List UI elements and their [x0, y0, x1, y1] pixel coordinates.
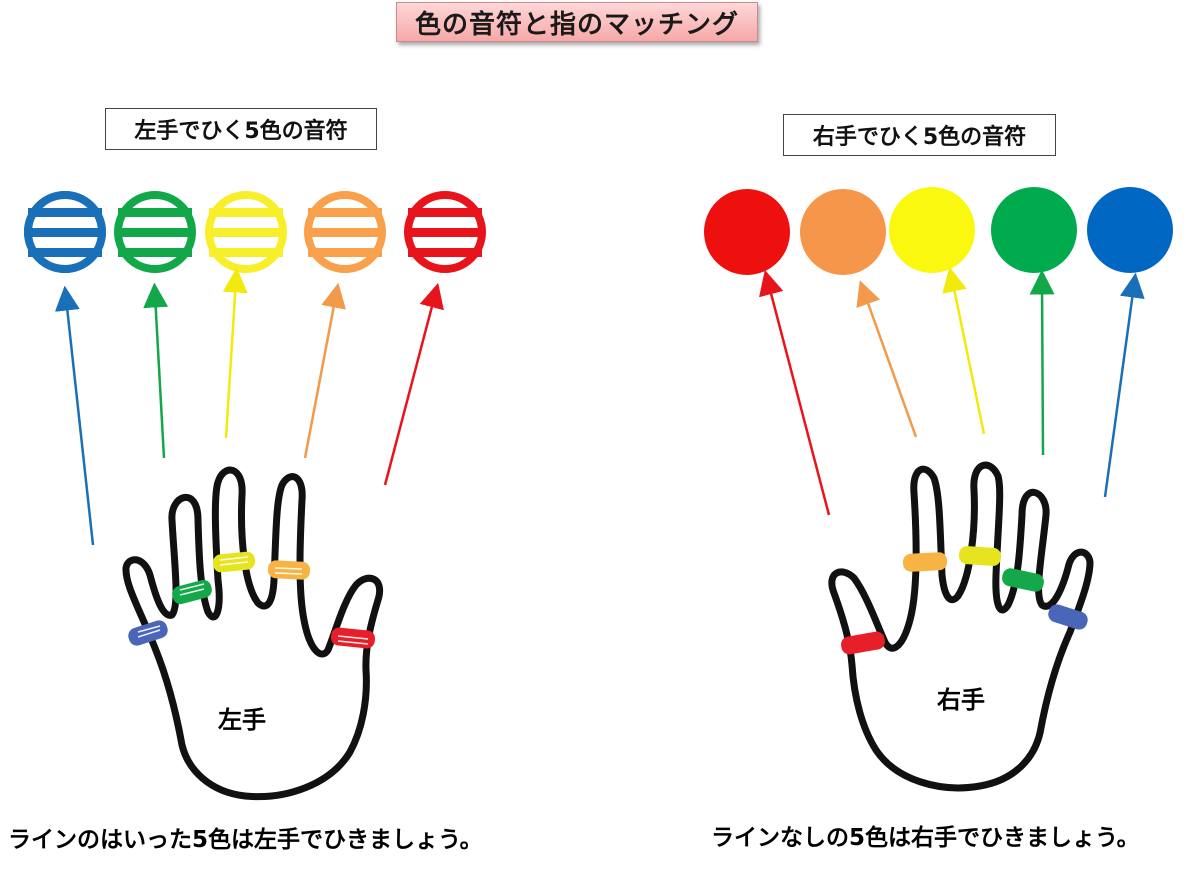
- left-arrow-yellow: [222, 267, 248, 439]
- right-note-green: [991, 187, 1077, 273]
- left-notes: [24, 191, 486, 273]
- left-arrow-orange: [303, 282, 346, 459]
- left-arrows: [54, 267, 444, 546]
- left-ring-orange: [267, 560, 311, 580]
- right-arrow-red: [759, 269, 831, 516]
- right-arrows: [759, 266, 1145, 516]
- left-hand-label: 左手でひく5色の音符: [105, 108, 377, 150]
- left-arrow-green: [143, 282, 169, 459]
- left-note-green: [114, 191, 196, 273]
- right-rings: [841, 546, 1088, 655]
- left-note-blue: [24, 191, 106, 273]
- left-rings: [128, 551, 376, 649]
- right-notes: [704, 187, 1173, 275]
- left-caption: ラインのはいった5色は左手でひきましょう。: [8, 827, 483, 853]
- left-note-red: [404, 191, 486, 273]
- right-arrow-blue: [1103, 272, 1145, 498]
- right-ring-orange: [902, 552, 948, 572]
- right-caption: ラインなしの5色は右手でひきましょう。: [711, 825, 1140, 851]
- right-hand-text: 右手: [937, 686, 985, 714]
- left-note-orange: [304, 191, 386, 273]
- right-note-red: [704, 189, 790, 275]
- right-hand-label: 右手でひく5色の音符: [783, 114, 1056, 156]
- left-arrow-blue: [54, 285, 95, 546]
- left-hand-text: 左手: [218, 706, 266, 734]
- right-ring-green: [1002, 568, 1044, 592]
- right-ring-blue: [1048, 604, 1088, 630]
- right-arrow-yellow: [942, 266, 986, 435]
- left-arrow-red: [383, 282, 444, 486]
- page-title: 色の音符と指のマッチング: [396, 2, 758, 42]
- right-note-blue: [1087, 187, 1173, 273]
- right-arrow-orange: [856, 280, 918, 438]
- left-note-yellow: [205, 191, 287, 273]
- right-ring-yellow: [958, 546, 1002, 566]
- right-arrow-green: [1029, 269, 1055, 456]
- right-hand-outline: [828, 461, 1094, 792]
- right-note-orange: [800, 189, 886, 275]
- right-note-yellow: [889, 187, 975, 273]
- right-ring-red: [841, 631, 885, 655]
